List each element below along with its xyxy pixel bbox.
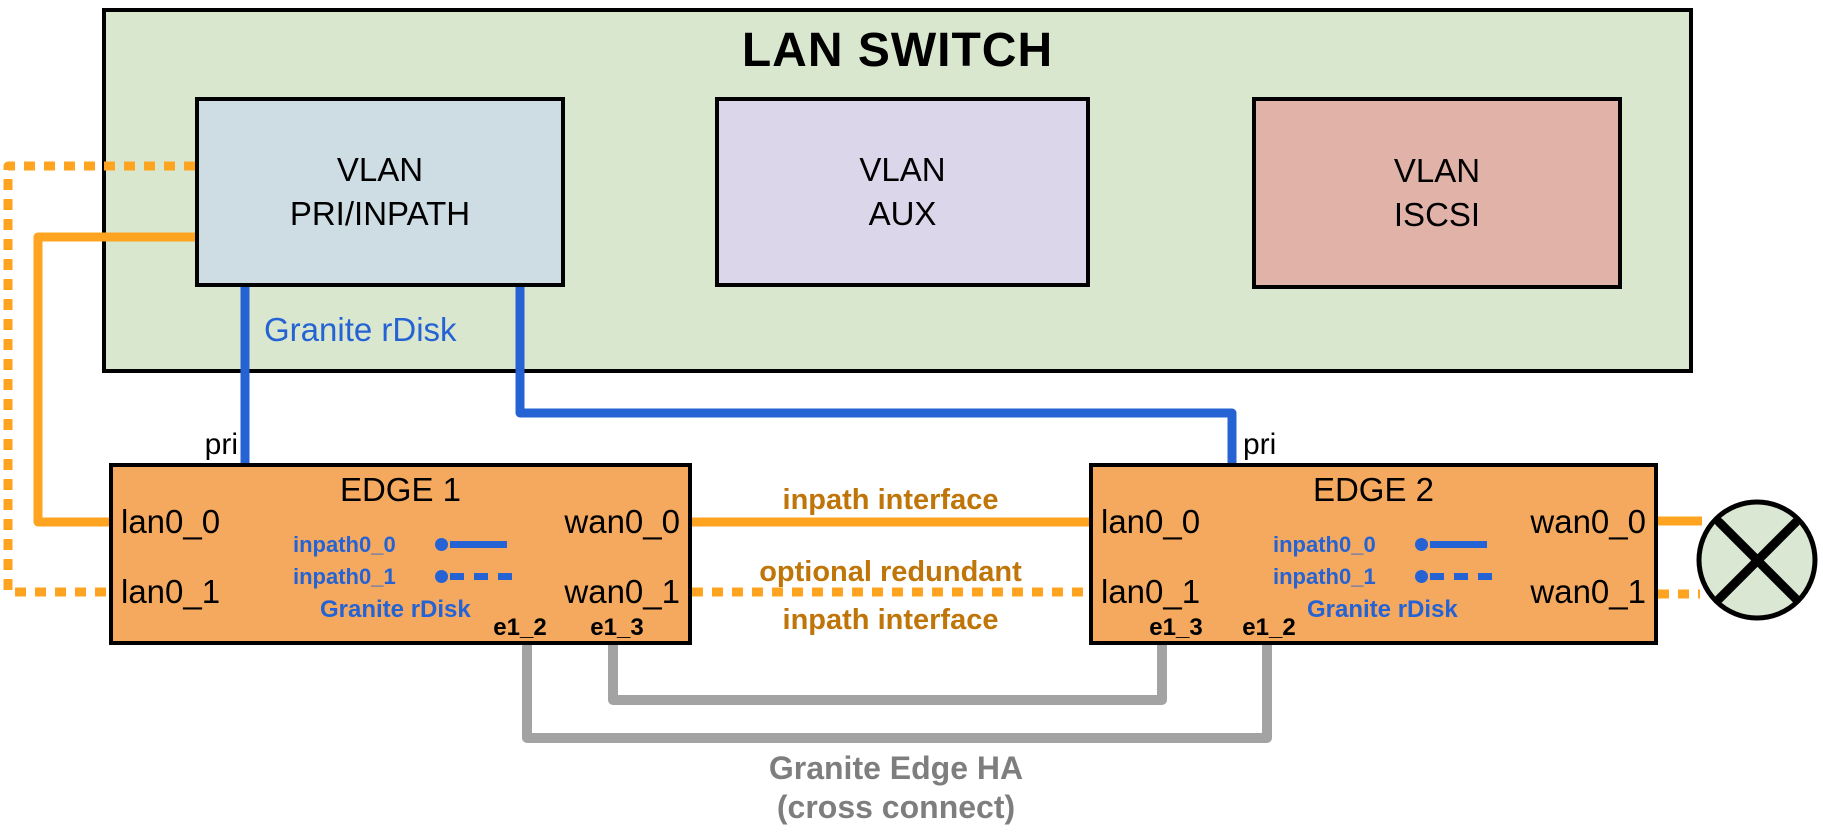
edge2-port-e1-2: e1_2 [1242,614,1296,641]
pri-port-label-edge1: pri [204,428,238,461]
edge1-port-e1-3: e1_3 [590,614,644,641]
edge1-port-wan0-1: wan0_1 [564,573,680,610]
edge2-inpath0-0-label: inpath0_0 [1273,532,1376,557]
edge2-inpath0-1-label: inpath0_1 [1273,564,1376,589]
edge2-inpath0-0-solid-line-icon [1430,541,1487,548]
ha-wire-e1-3 [608,645,1167,705]
edge2-port-lan0-0: lan0_0 [1101,503,1201,540]
inpath-interface-label: inpath interface [782,484,999,516]
crossed-circle-icon [1696,499,1818,621]
granite-edge-ha-label: Granite Edge HA [768,750,1024,786]
optional-redundant-label: optional redundant [759,556,1022,588]
edge1-port-e1-2: e1_2 [493,614,547,641]
edge2-port-lan0-1: lan0_1 [1101,573,1201,610]
vlan-pri-label-line1: VLAN [336,151,424,188]
vlan-iscsi-label-line2: ISCSI [1393,196,1481,233]
lan-switch-box: LAN SWITCH VLAN PRI/INPATH VLAN AUX VLAN… [102,8,1693,373]
vlan-pri-label-line2: PRI/INPATH [289,195,471,232]
vlan-aux-label-line1: VLAN [859,151,946,188]
edge2-inpath0-0-dot-icon [1415,538,1428,551]
edge1-box: EDGE 1 lan0_0 lan0_1 wan0_0 wan0_1 inpat… [109,463,692,645]
vlan-iscsi-label-line1: VLAN [1393,152,1481,189]
inpath-interface-label-2: inpath interface [782,604,999,636]
vlan-iscsi-box: VLAN ISCSI [1252,97,1622,289]
vlan-pri-inpath-box: VLAN PRI/INPATH [195,97,565,287]
edge1-inpath0-1-label: inpath0_1 [293,564,396,589]
edge1-title: EDGE 1 [339,471,462,508]
granite-rdisk-link-label: Granite rDisk [264,311,457,348]
vlan-aux-box: VLAN AUX [715,97,1090,287]
edge2-port-wan0-1: wan0_1 [1530,573,1646,610]
edge1-port-lan0-1: lan0_1 [121,573,221,610]
edge1-granite-rdisk-label: Granite rDisk [320,596,471,623]
edge1-inpath0-0-label: inpath0_0 [293,532,396,557]
ha-wire-e1-2 [522,645,1272,743]
edge1-inpath0-1-dot-icon [435,570,448,583]
edge2-port-e1-3: e1_3 [1149,614,1203,641]
edge2-inpath0-1-dot-icon [1415,570,1428,583]
edge2-box: EDGE 2 lan0_0 lan0_1 wan0_0 wan0_1 inpat… [1089,463,1658,645]
lan-switch-title: LAN SWITCH [741,24,1054,77]
edge2-port-wan0-0: wan0_0 [1530,503,1646,540]
edge1-port-wan0-0: wan0_0 [564,503,680,540]
edge2-title: EDGE 2 [1312,471,1435,508]
edge1-inpath0-0-dot-icon [435,538,448,551]
vlan-aux-label-line2: AUX [868,195,937,232]
edge2-inpath0-1-dashed-line-icon [1430,573,1492,580]
edge2-granite-rdisk-label: Granite rDisk [1307,596,1458,623]
edge1-port-lan0-0: lan0_0 [121,503,221,540]
pri-port-label-edge2: pri [1243,428,1277,461]
edge1-inpath0-0-solid-line-icon [450,541,507,548]
cross-connect-label: (cross connect) [776,789,1016,825]
edge1-inpath0-1-dashed-line-icon [450,573,512,580]
